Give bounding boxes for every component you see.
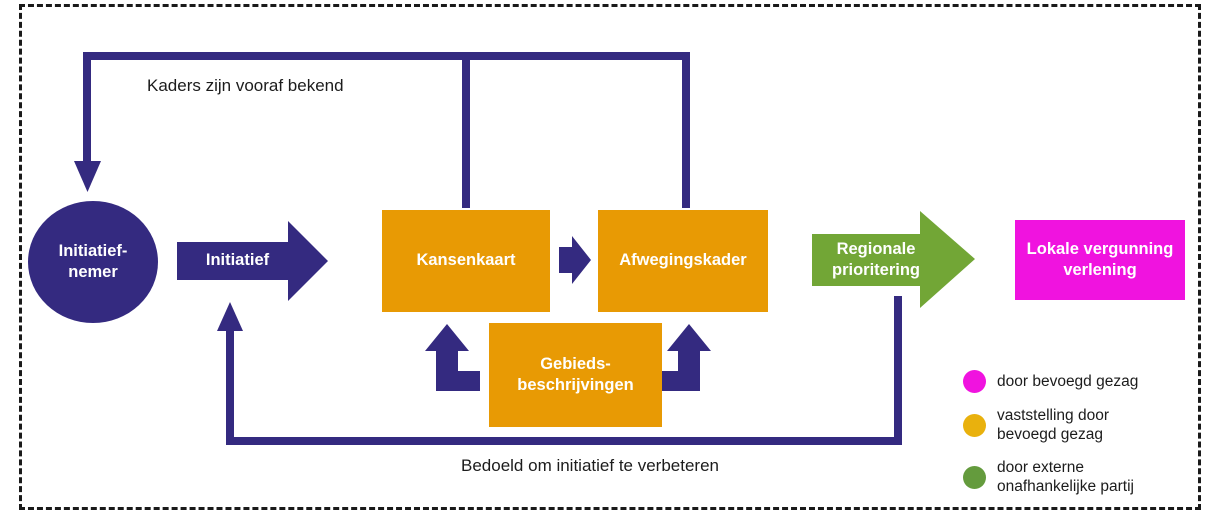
legend-dot-green [963,465,986,489]
node-initiatiefnemer: Initiatief- nemer [28,201,158,323]
feedback-connector [226,296,902,445]
node-lokale-vergunning-label-line1: Lokale vergunning [1026,239,1174,258]
legend-label-line: bevoegd gezag [997,426,1104,443]
node-lokale-vergunning: Lokale vergunning verlening [1015,220,1185,300]
legend-label-line: onafhankelijke partij [997,478,1135,495]
legend-label-line: vaststelling door [997,407,1110,424]
regionale-prioritering-arrow-shape [812,211,975,308]
dashed-border [19,4,1201,510]
node-kansenkaart: Kansenkaart [382,210,550,312]
legend-item-vaststelling: vaststelling door bevoegd gezag [963,406,1109,444]
regionale-prioritering-label: Regionale prioritering [812,234,940,286]
initiatief-arrow-shape [177,221,328,301]
top-bracket-connector [83,52,690,208]
legend-label-line: door bevoegd gezag [997,373,1139,390]
up-arrowhead-initiatief [217,302,243,331]
legend-label-externe-partij: door externe onafhankelijke partij [997,458,1134,496]
legend-dot-gold [963,413,986,437]
legend-label-vaststelling: vaststelling door bevoegd gezag [997,406,1109,444]
node-afwegingskader-label: Afwegingskader [619,251,747,270]
node-lokale-vergunning-label-line2: verlening [1063,261,1137,279]
legend-label-bevoegd-gezag: door bevoegd gezag [997,372,1138,391]
legend-item-bevoegd-gezag: door bevoegd gezag [963,370,1138,393]
initiatief-arrow-label-text: Initiatief [205,251,270,270]
regionale-prioritering-label-line2: prioritering [831,261,920,279]
node-gebiedsbeschrijvingen: Gebieds- beschrijvingen [489,323,662,427]
node-initiatiefnemer-label-line1: Initiatief- [58,241,128,260]
node-gebiedsbeschrijvingen-label-line2: beschrijvingen [517,376,634,394]
bent-up-arrow-to-kansenkaart [425,324,480,391]
node-afwegingskader: Afwegingskader [598,210,768,312]
bent-up-arrow-to-afwegingskader [656,324,711,391]
legend-dot-magenta [963,370,986,393]
node-gebiedsbeschrijvingen-label-line1: Gebieds- [540,354,611,373]
legend-item-externe-partij: door externe onafhankelijke partij [963,458,1134,496]
annotation-bedoeld-om-initiatief: Bedoeld om initiatief te verbeteren [461,456,719,475]
node-kansenkaart-label: Kansenkaart [416,251,516,270]
annotation-kaders-vooraf-bekend: Kaders zijn vooraf bekend [147,76,344,95]
regionale-prioritering-label-line1: Regionale [836,239,916,258]
legend-label-line: door externe [997,459,1085,476]
kansenkaart-to-afwegingskader-arrow [559,236,591,284]
down-arrowhead-initiatiefnemer [74,161,101,192]
initiatief-arrow-label: Initiatief [177,242,298,280]
node-initiatiefnemer-label-line2: nemer [68,263,118,281]
